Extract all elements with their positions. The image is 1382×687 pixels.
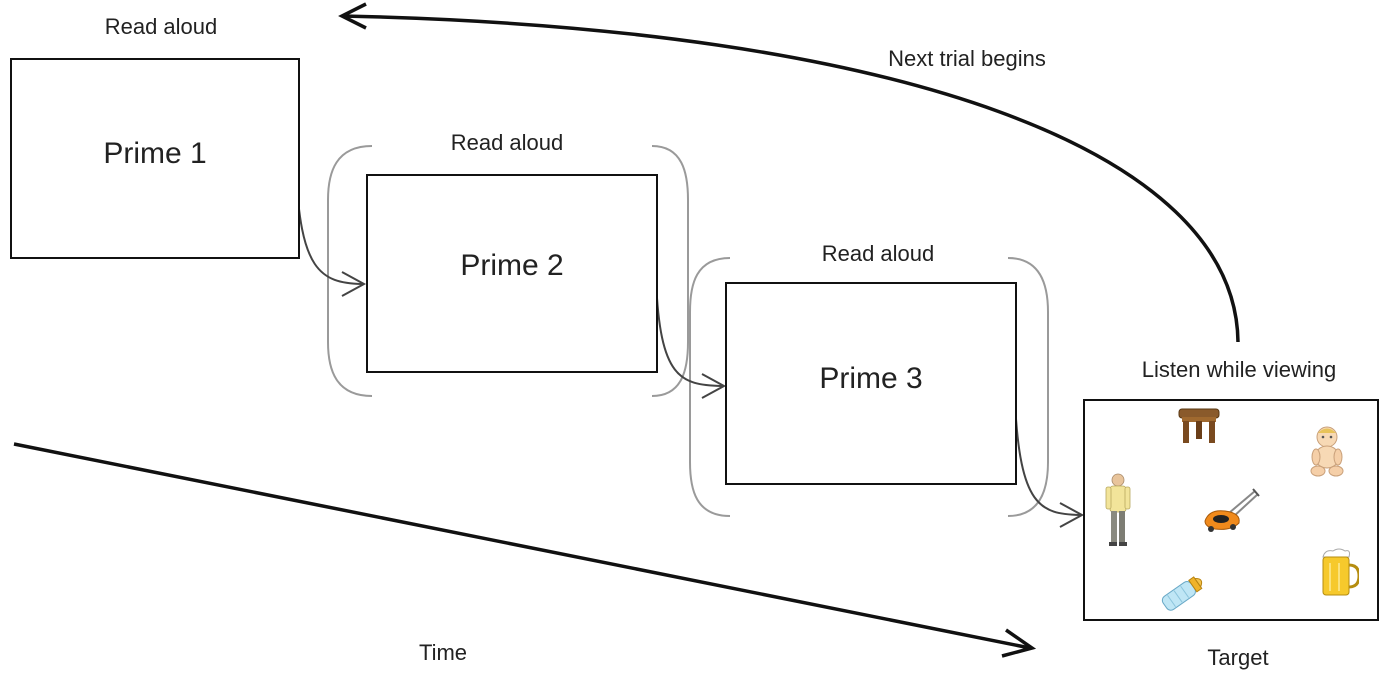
prime-3-label: Prime 3: [819, 361, 923, 395]
baby-bottle-icon: [1161, 576, 1203, 611]
prime-2-box: Prime 2: [366, 174, 658, 373]
listen-viewing-label: Listen while viewing: [1141, 357, 1337, 382]
baby-icon: [1310, 426, 1344, 477]
read-aloud-label-3: Read aloud: [821, 241, 935, 266]
bracket-left-prime-3: [689, 257, 731, 517]
prime-1-box: Prime 1: [10, 58, 300, 259]
time-label: Time: [418, 640, 468, 665]
connector-prime3-target: [1014, 401, 1081, 516]
man-icon: [1105, 473, 1131, 546]
next-trial-arc: [341, 14, 1240, 343]
time-arrowhead: [1001, 628, 1037, 658]
lawnmower-icon: [1204, 488, 1260, 532]
next-trial-arrowhead: [338, 2, 367, 30]
time-arrow-line: [13, 442, 1031, 650]
next-trial-label: Next trial begins: [888, 46, 1046, 71]
bracket-right-prime-2: [651, 145, 689, 397]
prime-2-label: Prime 2: [460, 248, 564, 282]
read-aloud-label-1: Read aloud: [104, 14, 218, 39]
target-label: Target: [1207, 645, 1269, 670]
bracket-left-prime-2: [327, 145, 373, 397]
target-display-box: [1083, 399, 1379, 621]
prime-1-label: Prime 1: [103, 136, 207, 170]
prime-3-box: Prime 3: [725, 282, 1017, 485]
beer-mug-icon: [1322, 548, 1359, 596]
stool-icon: [1178, 408, 1220, 443]
read-aloud-label-2: Read aloud: [450, 130, 564, 155]
connector-prime2-prime3: [655, 279, 723, 387]
arrowhead-prime3-target: [1059, 502, 1085, 528]
arrowhead-prime2-prime3: [701, 373, 727, 399]
arrowhead-prime1-prime2: [341, 271, 367, 297]
bracket-right-prime-3: [1007, 257, 1049, 517]
